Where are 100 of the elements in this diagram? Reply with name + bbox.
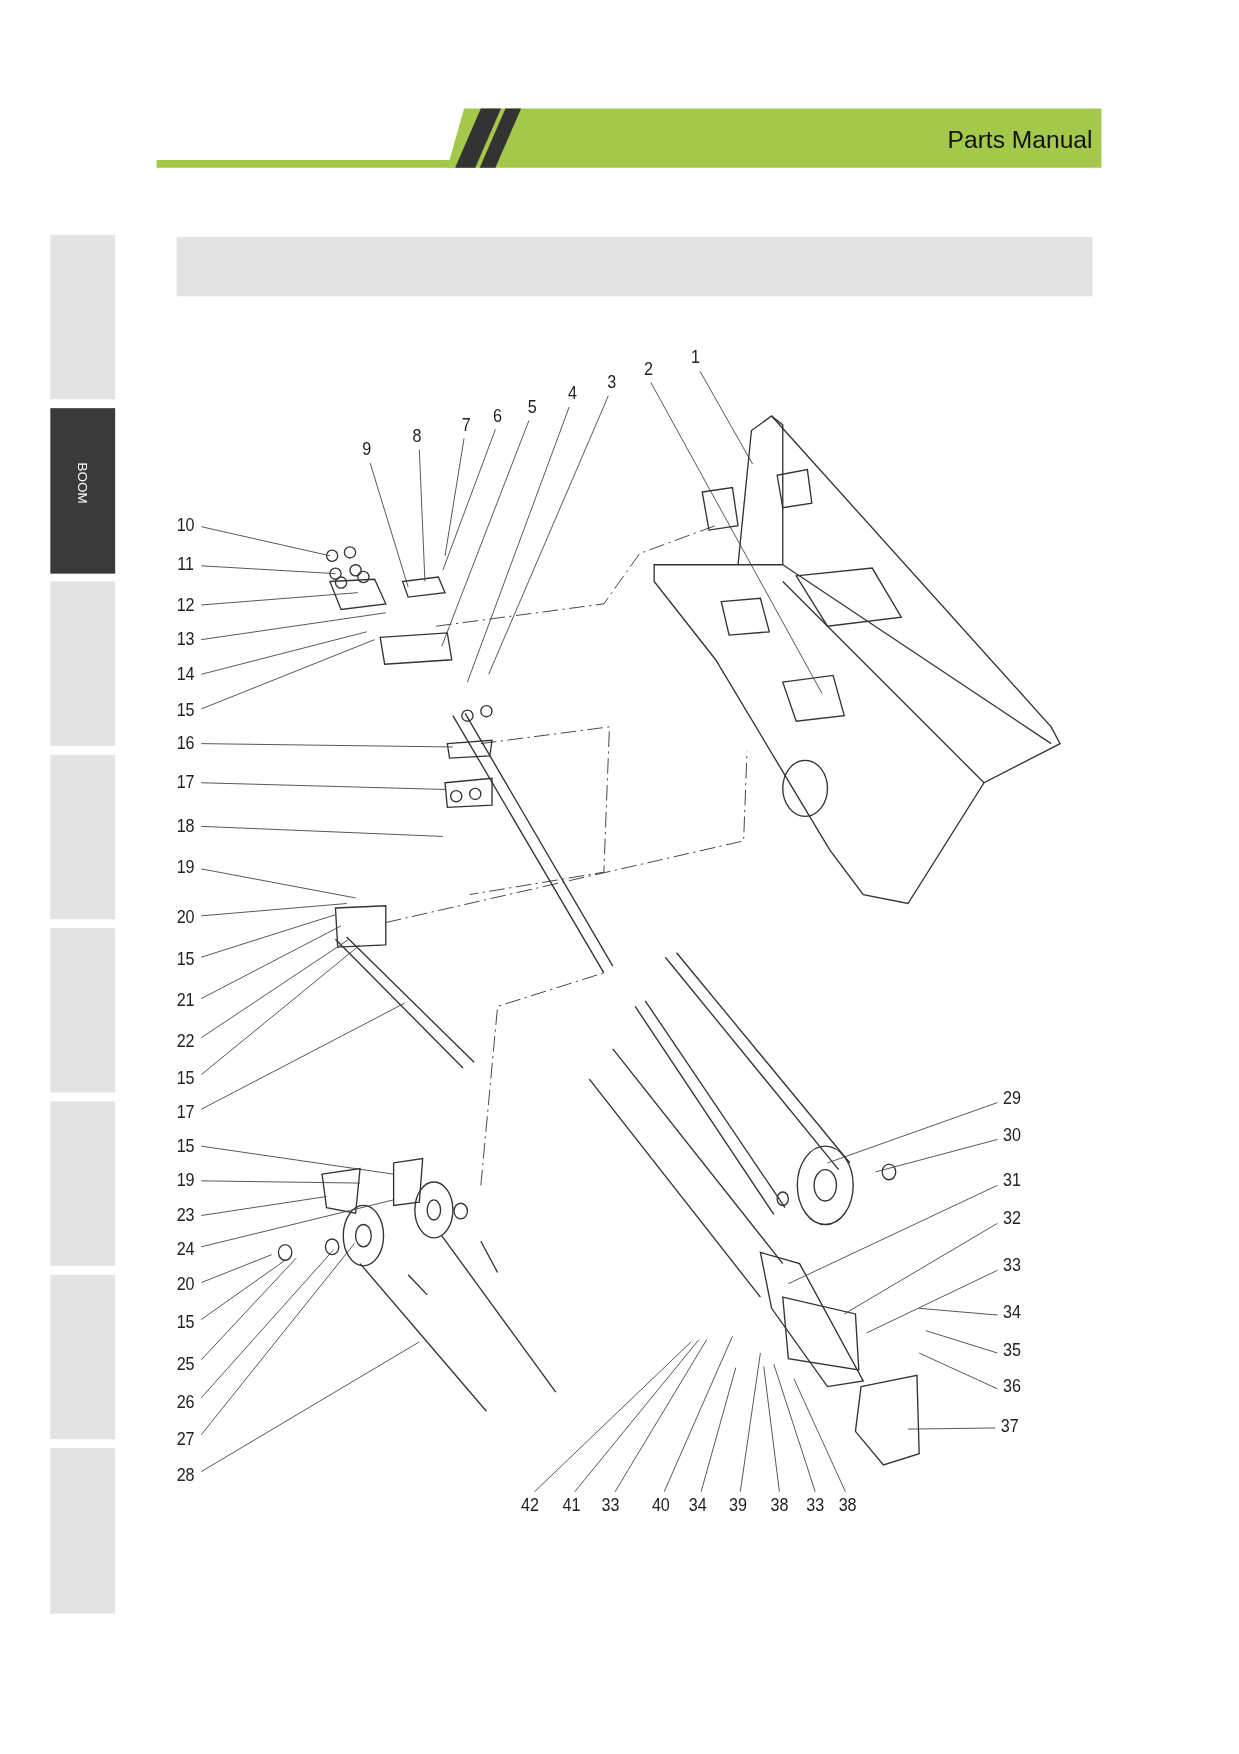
leader-line	[488, 395, 609, 675]
callout-number: 14	[176, 664, 195, 685]
leader-line	[574, 1339, 700, 1493]
callout-number: 10	[176, 515, 195, 536]
callout-number: 38	[770, 1495, 789, 1516]
leader-line	[700, 1367, 737, 1493]
leader-line	[200, 1002, 406, 1110]
leader-line	[200, 925, 342, 1000]
leader-line	[444, 437, 465, 557]
callout-number: 29	[1003, 1088, 1021, 1109]
leader-line	[200, 612, 387, 641]
leader-line	[369, 462, 409, 588]
callout-number: 22	[176, 1031, 195, 1052]
leader-line	[843, 1222, 998, 1315]
callout-number: 19	[176, 857, 195, 878]
leader-line	[663, 1335, 733, 1493]
leader-line	[918, 1352, 998, 1390]
leader-line	[773, 1363, 816, 1493]
leader-line	[200, 1341, 420, 1473]
callout-number: 5	[527, 396, 537, 418]
leader-line	[200, 782, 446, 790]
leader-line	[200, 743, 454, 748]
leader-line	[907, 1427, 996, 1430]
leader-line	[200, 914, 336, 958]
callout-number: 4	[568, 383, 578, 404]
callout-number: 32	[1003, 1208, 1021, 1229]
leader-line	[200, 1180, 361, 1184]
leader-line	[918, 1307, 998, 1316]
leader-line	[200, 592, 359, 606]
leader-line	[200, 903, 348, 917]
callout-number: 40	[651, 1495, 670, 1516]
leader-line	[200, 1243, 355, 1436]
callout-number: 20	[176, 1274, 195, 1295]
callout-number: 8	[412, 426, 422, 447]
callout-number: 13	[176, 629, 195, 650]
leader-line	[866, 1269, 998, 1334]
leader-line	[441, 420, 530, 647]
callout-number: 34	[688, 1495, 707, 1516]
callout-number: 38	[838, 1495, 857, 1516]
leader-line	[200, 1196, 327, 1216]
leader-line	[200, 1249, 334, 1399]
callout-number: 15	[176, 949, 195, 970]
leader-line	[200, 526, 331, 557]
leader-line	[200, 631, 368, 675]
callout-number: 33	[1003, 1255, 1021, 1276]
callout-number: 7	[461, 414, 471, 435]
leader-line	[200, 944, 361, 1076]
leader-line	[200, 868, 357, 899]
callout-number: 15	[176, 700, 195, 721]
leader-line	[925, 1330, 998, 1354]
callout-number: 20	[176, 906, 195, 927]
callout-number: 9	[362, 439, 372, 460]
side-tab-label: BOOM	[74, 461, 91, 506]
leader-line	[763, 1366, 780, 1493]
callout-number: 16	[176, 733, 195, 754]
leader-line	[418, 449, 426, 582]
callout-number: 27	[176, 1429, 195, 1450]
leader-line	[200, 1257, 297, 1361]
callout-number: 33	[806, 1495, 825, 1516]
callout-number: 24	[176, 1239, 195, 1260]
callout-number: 26	[176, 1392, 195, 1413]
callout-number: 39	[729, 1495, 747, 1516]
leader-line	[793, 1378, 846, 1493]
callout-number: 15	[176, 1312, 195, 1333]
callout-number: 34	[1003, 1302, 1021, 1323]
callout-number: 35	[1003, 1340, 1021, 1361]
callout-number: 25	[176, 1354, 195, 1375]
callout-number: 15	[176, 1067, 195, 1089]
callout-number: 41	[562, 1495, 581, 1516]
leader-line	[200, 938, 350, 1039]
callout-number: 28	[176, 1464, 195, 1485]
callout-number: 3	[607, 372, 617, 393]
leader-line	[466, 406, 570, 683]
callout-number: 42	[521, 1495, 540, 1516]
callout-number: 31	[1003, 1170, 1021, 1191]
leader-line	[827, 1102, 998, 1164]
callout-number: 18	[176, 816, 195, 837]
callout-number: 21	[176, 990, 195, 1011]
callout-number: 12	[176, 594, 195, 616]
callout-number: 37	[1000, 1416, 1019, 1437]
leader-line	[787, 1184, 998, 1285]
leader-line	[200, 1259, 286, 1320]
leader-line	[650, 382, 823, 694]
header-title: Parts Manual	[947, 125, 1093, 155]
callout-number: 1	[691, 347, 701, 368]
leader-line	[739, 1352, 761, 1493]
callout-number: 2	[644, 358, 654, 380]
leader-line	[200, 1254, 273, 1284]
leader-line	[200, 1145, 395, 1175]
callout-number: 6	[493, 405, 503, 427]
callout-number: 11	[177, 554, 194, 575]
leader-line	[534, 1341, 692, 1493]
callout-number: 33	[601, 1495, 620, 1516]
callout-number: 30	[1003, 1124, 1021, 1146]
callout-number: 23	[176, 1205, 195, 1226]
callout-number: 36	[1003, 1376, 1021, 1397]
callout-number: 15	[176, 1136, 195, 1157]
leader-line	[200, 1199, 395, 1248]
leader-line	[200, 639, 376, 710]
leader-line	[200, 825, 444, 837]
